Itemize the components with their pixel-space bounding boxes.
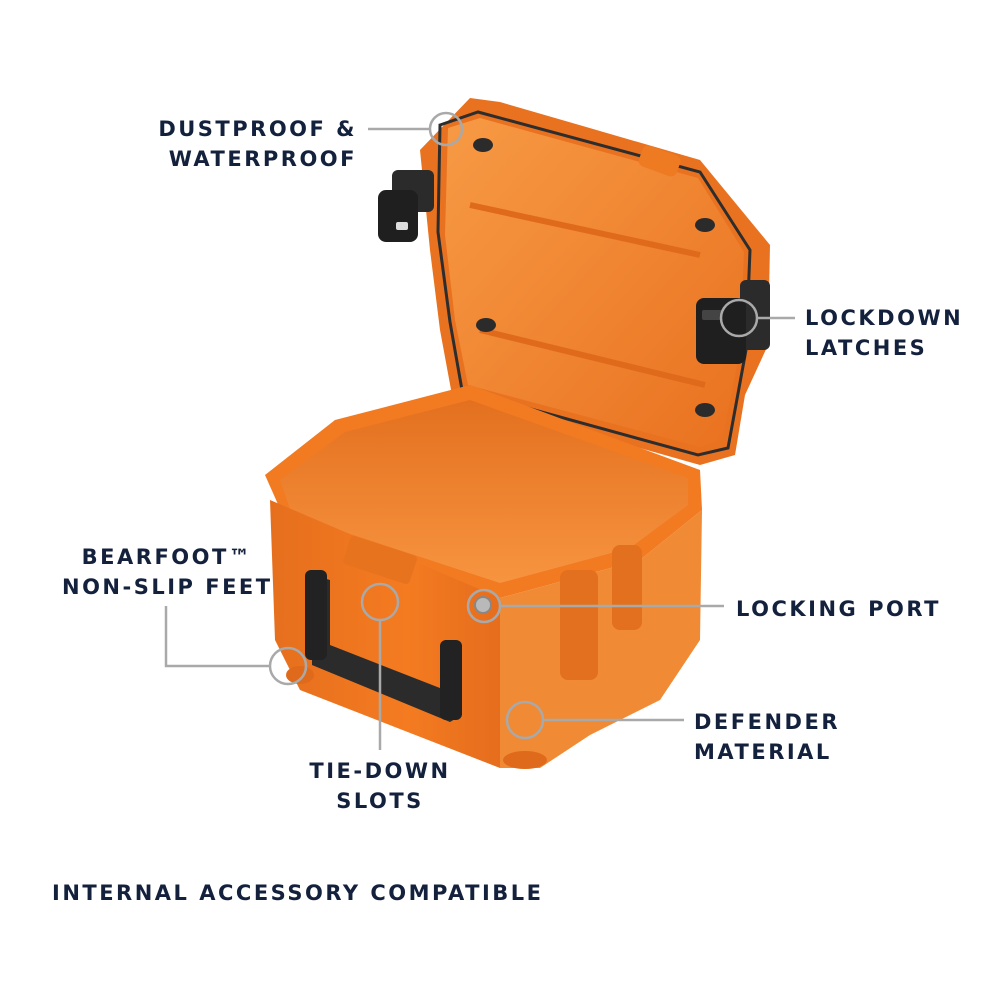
lid-rib [479,327,706,388]
lid-inner-face [445,118,744,447]
callout-tiedown: TIE-DOWN SLOTS [290,756,470,816]
callout-dustproof-line2: WATERPROOF [168,147,357,171]
lid-screw [695,403,715,417]
callout-bearfoot-line1: BEARFOOT™ [81,545,253,569]
lid-gasket [436,110,752,457]
body-ridge [612,545,642,630]
callout-tiedown-line2: SLOTS [336,789,424,813]
case-body [265,385,702,769]
footer-caption: INTERNAL ACCESSORY COMPATIBLE [52,878,544,908]
body-interior [280,400,688,583]
callout-markers [164,111,795,750]
carry-handle [305,570,462,722]
callout-lockdown-line2: LATCHES [805,336,928,360]
callout-circle-bearfoot [268,646,308,686]
footer-caption-text: INTERNAL ACCESSORY COMPATIBLE [52,881,544,905]
callout-defender-line2: MATERIAL [694,740,832,764]
callout-tiedown-line1: TIE-DOWN [309,759,451,783]
callout-dustproof: DUSTPROOF & WATERPROOF [158,114,357,174]
non-slip-foot [286,666,314,684]
callout-lockdown-line1: LOCKDOWN [805,306,964,330]
callout-locking-port: LOCKING PORT [736,594,941,624]
callout-lockdown: LOCKDOWN LATCHES [805,303,963,363]
callout-bearfoot: BEARFOOT™ NON-SLIP FEET [62,542,272,602]
body-ridge [560,570,598,680]
non-slip-foot [503,751,547,769]
callout-locking-port-line1: LOCKING PORT [736,597,941,621]
embossed-logo [343,535,417,585]
lid-rib [469,202,701,258]
lid-screw [473,138,493,152]
lid-tab [638,145,681,177]
lid-screw [695,218,715,232]
callout-dustproof-line1: DUSTPROOF & [158,117,357,141]
locking-port [474,596,492,614]
callout-defender-line1: DEFENDER [694,710,840,734]
left-latch [378,170,434,242]
callout-bearfoot-line2: NON-SLIP FEET [62,575,273,599]
case-lid [420,98,770,465]
callout-defender: DEFENDER MATERIAL [694,707,840,767]
body-side-face [500,510,702,768]
callout-line-bearfoot [164,606,270,668]
lid-screw [476,318,496,332]
callout-circle-dustproof [428,111,464,147]
